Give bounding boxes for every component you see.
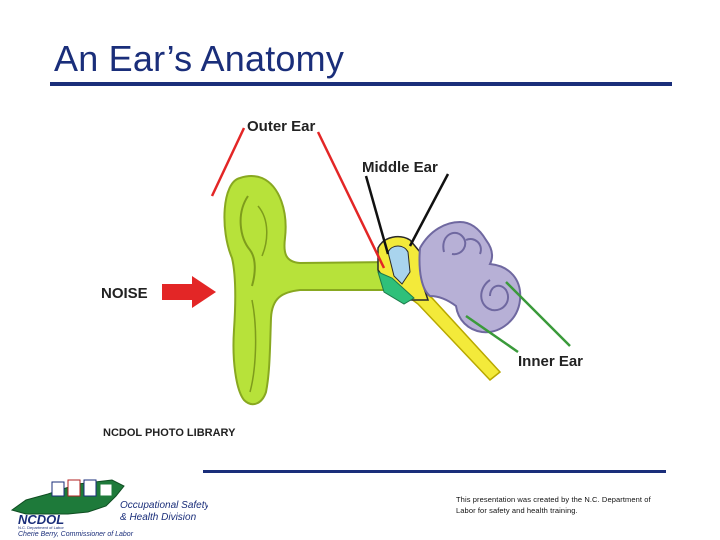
logo-org-line2: & Health Division — [120, 512, 197, 523]
ear-fold-line — [239, 195, 256, 287]
inner-ear-label: Inner Ear — [518, 353, 583, 370]
inner-ear-pointer — [505, 281, 571, 347]
slide-title: An Ear’s Anatomy — [54, 38, 345, 79]
middle-ear-pointer — [408, 173, 450, 247]
outer-ear-pointer — [316, 131, 386, 269]
ear-fold-line — [249, 299, 257, 393]
logo-commissioner: Cherie Berry, Commissioner of Labor — [18, 531, 134, 538]
eardrum-shape — [377, 271, 415, 305]
logo-org-line1: Occupational Safety — [120, 500, 208, 511]
noise-label: NOISE — [101, 285, 148, 302]
photo-library-label: NCDOL PHOTO LIBRARY — [103, 427, 236, 439]
inner-ear-shape — [418, 220, 522, 334]
credit-text: This presentation was created by the N.C… — [456, 495, 651, 515]
worker-icon — [67, 479, 81, 497]
outer-ear-shape — [223, 175, 396, 406]
middle-ear-pointer — [364, 175, 390, 255]
semicircular-canal — [442, 231, 467, 256]
cochlea-spiral — [480, 279, 510, 312]
inner-ear-pointer — [465, 314, 519, 354]
logo-abbrev: NCDOL — [18, 512, 64, 527]
ncdol-logo: Occupational Safety & Health Division NC… — [10, 479, 208, 538]
ear-fold-line — [257, 205, 268, 257]
title-divider — [50, 82, 672, 86]
noise-arrow — [162, 276, 216, 308]
footer-divider — [203, 470, 666, 473]
outer-ear-pointer — [210, 127, 246, 197]
worker-icon — [99, 483, 113, 497]
middle-ear-label: Middle Ear — [362, 159, 438, 176]
worker-icon — [83, 479, 97, 497]
outer-ear-label: Outer Ear — [247, 118, 316, 135]
worker-icon — [51, 481, 65, 497]
ossicles-shape — [387, 245, 411, 285]
semicircular-canal — [465, 238, 482, 255]
logo-sub: N.C. Department of Labor — [18, 525, 64, 530]
